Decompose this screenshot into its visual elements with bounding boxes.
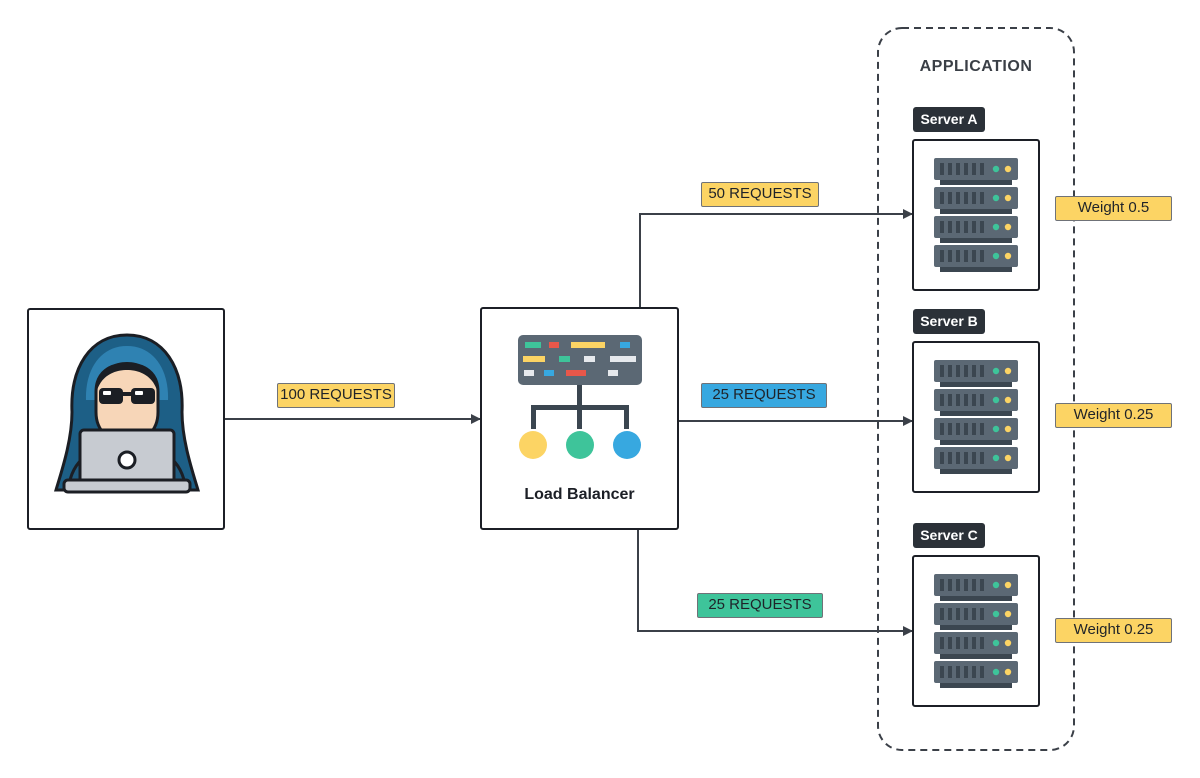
- client-box: [27, 308, 225, 530]
- server-a-tag: Server A: [913, 107, 985, 132]
- application-boundary: [877, 27, 1075, 751]
- server-b-box: [912, 341, 1040, 493]
- server-c-tag: Server C: [913, 523, 985, 548]
- server-a-box: [912, 139, 1040, 291]
- load-balancer-box: Load Balancer: [480, 307, 679, 530]
- server-rack-icon: [934, 574, 1018, 688]
- server-b-tag: Server B: [913, 309, 985, 334]
- arrow-lb-to-server-c: [637, 530, 913, 636]
- load-balancer-icon: [518, 335, 642, 459]
- flow-label-lb-to-server-c: 25 REQUESTS: [697, 593, 823, 618]
- server-c-box: [912, 555, 1040, 707]
- flow-label-client-to-lb: 100 REQUESTS: [277, 383, 395, 408]
- flow-label-lb-to-server-a: 50 REQUESTS: [701, 182, 819, 207]
- arrow-lb-to-server-a: [639, 209, 913, 308]
- server-b-weight: Weight 0.25: [1055, 403, 1172, 428]
- server-c-weight: Weight 0.25: [1055, 618, 1172, 643]
- application-title: APPLICATION: [919, 58, 1033, 75]
- hacker-with-laptop-icon: [53, 333, 201, 494]
- server-rack-icon: [934, 360, 1018, 474]
- flow-label-lb-to-server-b: 25 REQUESTS: [701, 383, 827, 408]
- load-balancer-label: Load Balancer: [524, 486, 635, 503]
- server-rack-icon: [934, 158, 1018, 272]
- server-a-weight: Weight 0.5: [1055, 196, 1172, 221]
